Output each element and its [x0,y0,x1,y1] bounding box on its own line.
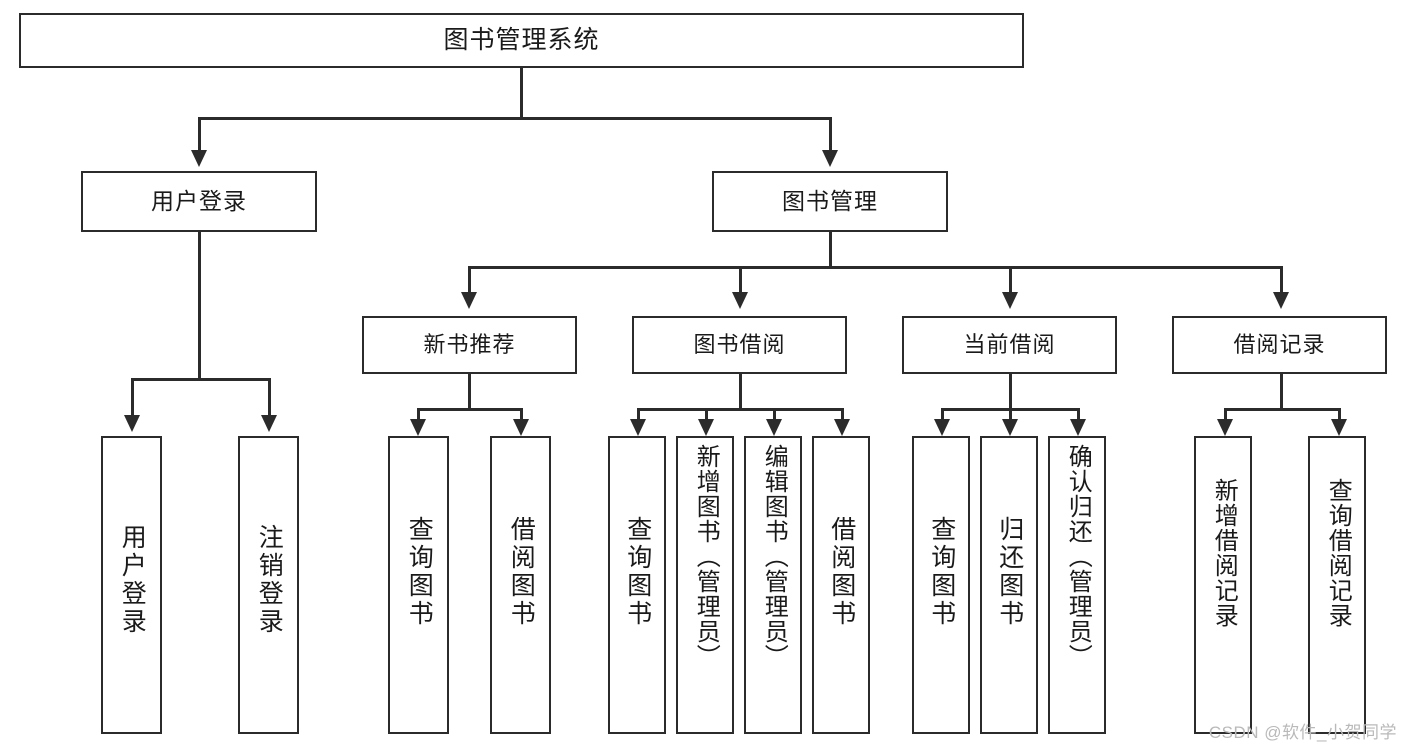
node-label: 查询图书 [927,516,956,628]
connector-drop-current-borrow [1009,266,1012,296]
connector-drop-cb-2 [1009,408,1012,426]
node-user-login[interactable]: 用户登录 [81,171,317,232]
arrow-to-leaf-bb-3 [766,419,782,436]
connector-drop-bb-1 [637,408,640,426]
arrow-to-leaf-cb-2 [1002,419,1018,436]
node-label: 用户登录 [151,187,247,214]
node-book-borrow[interactable]: 图书借阅 [632,316,847,374]
leaf-nb-query-book[interactable]: 查询图书 [388,436,449,734]
connector-drop-nb-2 [520,408,523,426]
connector-drop-bb-2 [705,408,708,426]
node-label: 新书推荐 [423,332,516,358]
node-label: 查询借阅记录 [1324,478,1352,628]
connector-drop-br-1 [1224,408,1227,426]
leaf-br-query-record[interactable]: 查询借阅记录 [1308,436,1366,734]
connector-drop-leaf-user-login [131,378,134,418]
leaf-cb-query-book[interactable]: 查询图书 [912,436,970,734]
connector-book-borrow-bus [637,408,842,411]
leaf-cb-return-book[interactable]: 归还图书 [980,436,1038,734]
arrow-to-book-borrow [732,292,748,309]
node-label: 借阅记录 [1233,332,1326,358]
connector-drop-cb-3 [1077,408,1080,426]
leaf-bb-add-book-admin[interactable]: 新增图书（管理员） [676,436,734,734]
node-label: 归还图书 [995,516,1024,628]
node-borrow-record[interactable]: 借阅记录 [1172,316,1387,374]
connector-drop-cb-1 [941,408,944,426]
leaf-br-add-record[interactable]: 新增借阅记录 [1194,436,1252,734]
arrow-to-new-book-recommend [461,292,477,309]
node-label: 借阅图书 [827,516,856,628]
arrow-to-leaf-bb-2 [698,419,714,436]
node-current-borrow[interactable]: 当前借阅 [902,316,1117,374]
leaf-cb-confirm-return-admin[interactable]: 确认归还（管理员） [1048,436,1106,734]
arrow-to-borrow-record [1273,292,1289,309]
node-label: 注销登录 [255,524,284,636]
node-label: 查询图书 [405,516,434,628]
connector-drop-br-2 [1338,408,1341,426]
node-label: 图书借阅 [693,332,786,358]
node-label: 用户登录 [118,524,147,636]
connector-borrow-record-stem [1280,374,1283,410]
leaf-nb-borrow-book[interactable]: 借阅图书 [490,436,551,734]
connector-new-book-stem [468,374,471,410]
node-label: 新增图书（管理员） [692,444,720,669]
leaf-bb-borrow-book[interactable]: 借阅图书 [812,436,870,734]
connector-drop-leaf-logout [268,378,271,418]
node-book-management[interactable]: 图书管理 [712,171,948,232]
arrow-to-leaf-logout [261,415,277,432]
connector-level1-bus [198,117,831,120]
connector-user-login-stem [198,232,201,380]
node-label: 图书管理 [782,187,878,214]
node-new-book-recommend[interactable]: 新书推荐 [362,316,577,374]
connector-new-book-bus [417,408,522,411]
connector-drop-nb-1 [417,408,420,426]
leaf-bb-query-book[interactable]: 查询图书 [608,436,666,734]
connector-drop-book-management [829,117,832,153]
arrow-to-leaf-user-login [124,415,140,432]
node-label: 当前借阅 [963,332,1056,358]
connector-user-login-bus [131,378,268,381]
node-label: 确认归还（管理员） [1064,444,1092,669]
connector-book-management-stem [829,232,832,268]
connector-drop-bb-3 [773,408,776,426]
connector-drop-user-login [198,117,201,153]
arrow-to-leaf-cb-3 [1070,419,1086,436]
arrow-to-book-management [822,150,838,167]
arrow-to-leaf-nb-1 [410,419,426,436]
node-label: 查询图书 [623,516,652,628]
connector-level2-bus [468,266,1282,269]
arrow-to-leaf-bb-1 [630,419,646,436]
node-label: 编辑图书（管理员） [760,444,788,669]
node-label: 新增借阅记录 [1210,478,1238,628]
connector-drop-new-book [468,266,471,296]
connector-drop-book-borrow [739,266,742,296]
node-root-book-management-system[interactable]: 图书管理系统 [19,13,1024,68]
arrow-to-leaf-bb-4 [834,419,850,436]
arrow-to-user-login [191,150,207,167]
connector-current-borrow-stem [1009,374,1012,410]
leaf-user-login[interactable]: 用户登录 [101,436,162,734]
node-label: 图书管理系统 [443,25,600,54]
leaf-logout[interactable]: 注销登录 [238,436,299,734]
leaf-bb-edit-book-admin[interactable]: 编辑图书（管理员） [744,436,802,734]
connector-drop-borrow-record [1280,266,1283,296]
arrow-to-current-borrow [1002,292,1018,309]
node-label: 借阅图书 [507,516,536,628]
csdn-watermark: CSDN @软件_小贺同学 [1208,723,1397,742]
connector-borrow-record-bus [1224,408,1338,411]
arrow-to-leaf-nb-2 [513,419,529,436]
arrow-to-leaf-br-2 [1331,419,1347,436]
arrow-to-leaf-cb-1 [934,419,950,436]
connector-root-stem [520,68,523,118]
connector-book-borrow-stem [739,374,742,410]
connector-drop-bb-4 [841,408,844,426]
arrow-to-leaf-br-1 [1217,419,1233,436]
